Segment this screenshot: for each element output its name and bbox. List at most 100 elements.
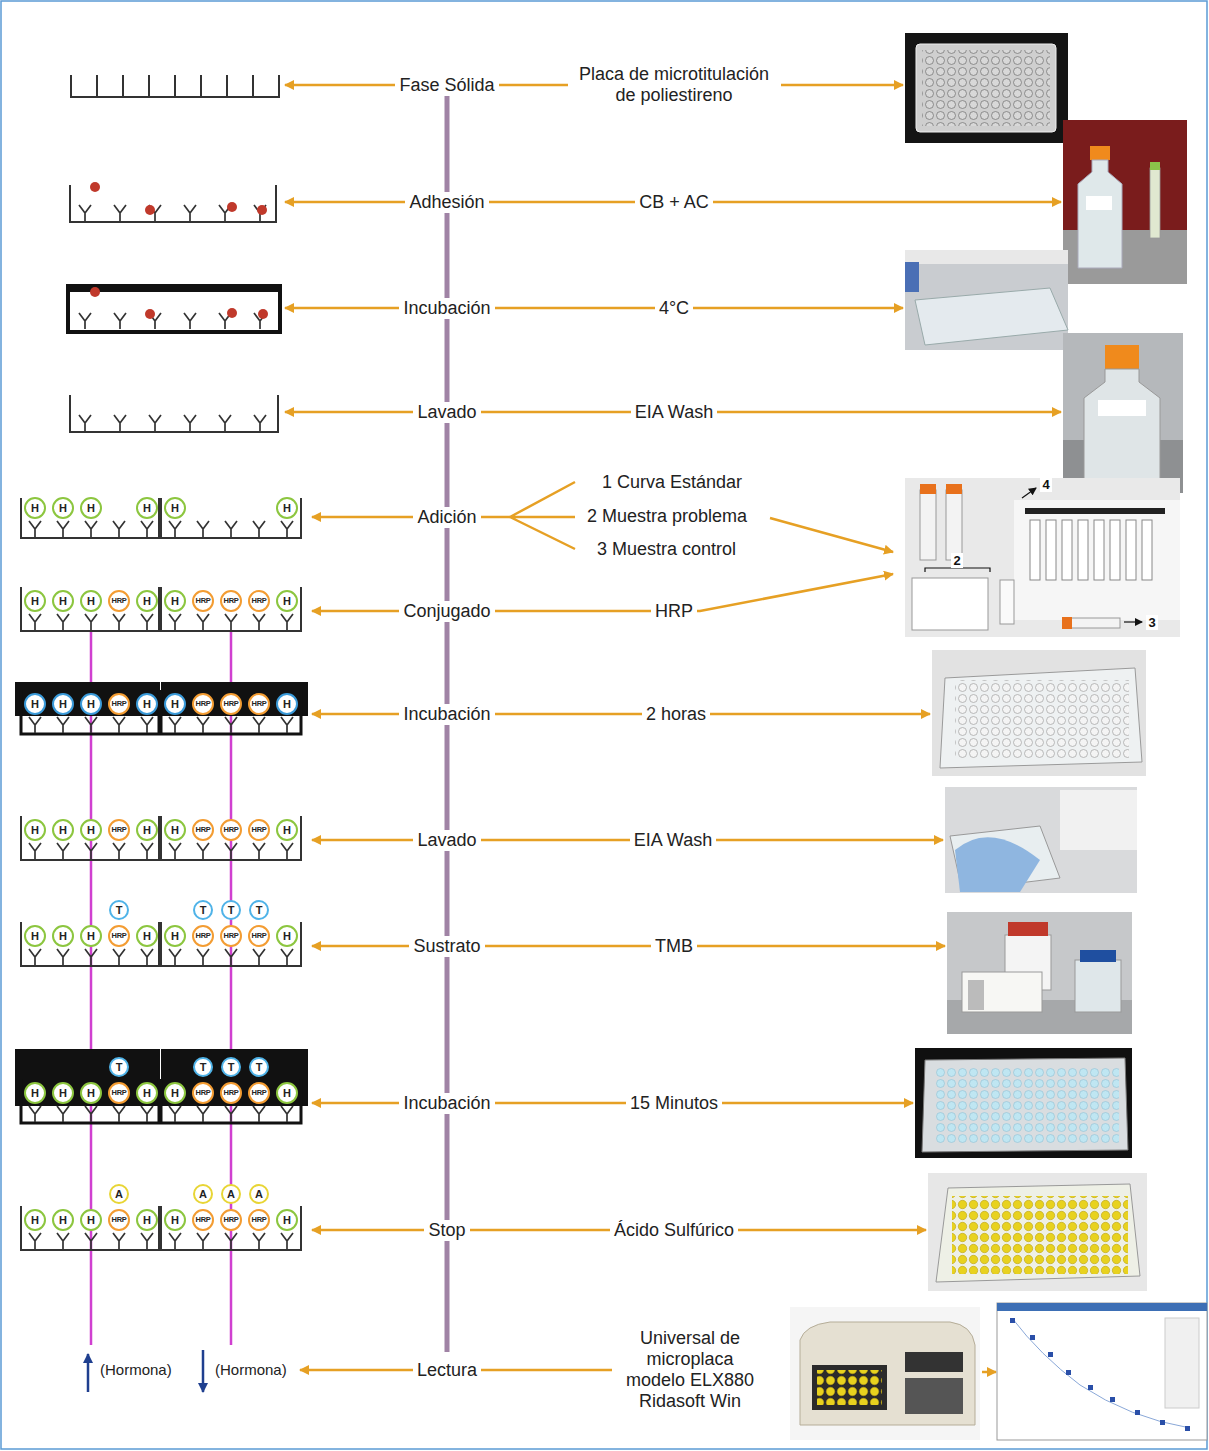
- step-label: Incubación: [399, 704, 494, 725]
- photo-bottle: [1086, 196, 1112, 210]
- antibody-symbol: [85, 1106, 97, 1122]
- antibody-symbol: [141, 1106, 153, 1122]
- hrp-conjugate: HRP: [108, 1209, 130, 1231]
- photo-bottle: [1150, 162, 1160, 170]
- step-label: Sustrato: [409, 936, 484, 957]
- photo-microplate-reader: [790, 1307, 980, 1440]
- antibody-symbol: [253, 717, 265, 733]
- photo-plate: [915, 1048, 1132, 1158]
- hrp-conjugate: HRP: [192, 590, 214, 612]
- addition-wells: [57, 521, 69, 537]
- photo-bottle: [1063, 333, 1183, 493]
- hormone-circle: H: [136, 590, 158, 612]
- antibody-symbol: [113, 717, 125, 733]
- dark-incubation-lid: [15, 1049, 160, 1106]
- photo-tubes: [1142, 520, 1152, 580]
- photo-fridge: [905, 250, 1068, 264]
- adhesion-well: [90, 182, 100, 192]
- antibody-symbol: [169, 614, 181, 630]
- antibody-symbol: [29, 717, 41, 733]
- photo-plate: [922, 50, 1050, 126]
- antibody-symbol: [253, 949, 265, 965]
- hormone-circle: H: [276, 497, 298, 519]
- tmb-substrate: T: [221, 1057, 241, 1077]
- antibody-symbol: [253, 1233, 265, 1249]
- antibody-symbol: [141, 717, 153, 733]
- photo-plate-yellow: [952, 1196, 1128, 1274]
- photo-plate: [905, 33, 1068, 143]
- hormone-circle: H: [52, 925, 74, 947]
- photo-plate: [905, 33, 1068, 143]
- hrp-conjugate: HRP: [220, 1209, 242, 1231]
- well-outline: [21, 816, 301, 860]
- photo-tubes: [1030, 520, 1040, 580]
- hrp-conjugate: HRP: [220, 693, 242, 715]
- hormone-circle: H: [24, 590, 46, 612]
- antibody-symbol: [113, 1106, 125, 1122]
- photo-tubes: [1094, 520, 1104, 580]
- photo-software-curve: [1030, 1335, 1035, 1340]
- antibody-symbol: [197, 1106, 209, 1122]
- hormone-circle: H: [164, 925, 186, 947]
- hrp-conjugate: HRP: [192, 925, 214, 947]
- hormone-circle: H: [164, 1209, 186, 1231]
- incubation-well: [90, 287, 100, 297]
- antibody-symbol: [225, 1106, 237, 1122]
- tmb-substrate: T: [249, 1057, 269, 1077]
- hormone-circle: H: [136, 1209, 158, 1231]
- hrp-conjugate: HRP: [248, 1082, 270, 1104]
- callout-number: 2: [951, 553, 962, 568]
- hormone-circle: H: [276, 1209, 298, 1231]
- hormone-label: (Hormona): [96, 1361, 176, 1379]
- dark-incubation-lid: [161, 682, 308, 716]
- photo-fridge: [905, 250, 1068, 350]
- antibody-symbol: [169, 949, 181, 965]
- step-description: EIA Wash: [630, 830, 716, 851]
- photo-tubes: [920, 490, 936, 560]
- step-label: Lavado: [413, 830, 480, 851]
- hormone-circle: H: [276, 693, 298, 715]
- photo-plate: [932, 650, 1146, 776]
- step-label: Incubación: [399, 1093, 494, 1114]
- step-description: HRP: [651, 601, 697, 622]
- photo-bottle: [1084, 369, 1160, 484]
- adhesion-well: [145, 205, 155, 215]
- photo-reagents: [968, 980, 984, 1010]
- well-outline: [21, 922, 301, 966]
- antibody-symbol: [225, 614, 237, 630]
- solid-phase-wells: [70, 75, 280, 97]
- antibody-symbol: [253, 1106, 265, 1122]
- photo-software-curve: [997, 1303, 1207, 1440]
- well-outline: [21, 1206, 301, 1250]
- incubation-well: [184, 313, 196, 329]
- antibody-symbol: [197, 843, 209, 859]
- dark-incubation-lid: [161, 1049, 308, 1106]
- hormone-circle: H: [52, 497, 74, 519]
- acid-product: A: [221, 1184, 241, 1204]
- incubation-well: [79, 313, 91, 329]
- tmb-substrate: T: [193, 1057, 213, 1077]
- well-outline: [21, 690, 301, 734]
- photo-tubes: [905, 478, 1180, 637]
- photo-tubes: [1022, 488, 1036, 498]
- orange-arrow: [510, 482, 575, 549]
- incubation-well: [145, 309, 155, 319]
- antibody-symbol: [57, 1106, 69, 1122]
- photo-plate-yellow: [936, 1184, 1140, 1282]
- antibody-symbol: [169, 1106, 181, 1122]
- dark-incubation-lid: [15, 682, 160, 716]
- antibody-symbol: [113, 614, 125, 630]
- photo-tubes: [946, 484, 962, 494]
- antibody-symbol: [225, 949, 237, 965]
- hrp-conjugate: HRP: [220, 925, 242, 947]
- orange-arrow: [285, 307, 903, 310]
- antibody-symbol: [281, 717, 293, 733]
- photo-software-curve: [1160, 1420, 1165, 1425]
- photo-tubes: [1025, 508, 1165, 514]
- photo-microplate-reader: [790, 1307, 980, 1440]
- photo-plate-yellow: [928, 1173, 1147, 1291]
- hrp-conjugate: HRP: [108, 819, 130, 841]
- acid-product: A: [109, 1184, 129, 1204]
- photo-reagents: [947, 912, 1132, 1034]
- hrp-conjugate: HRP: [248, 693, 270, 715]
